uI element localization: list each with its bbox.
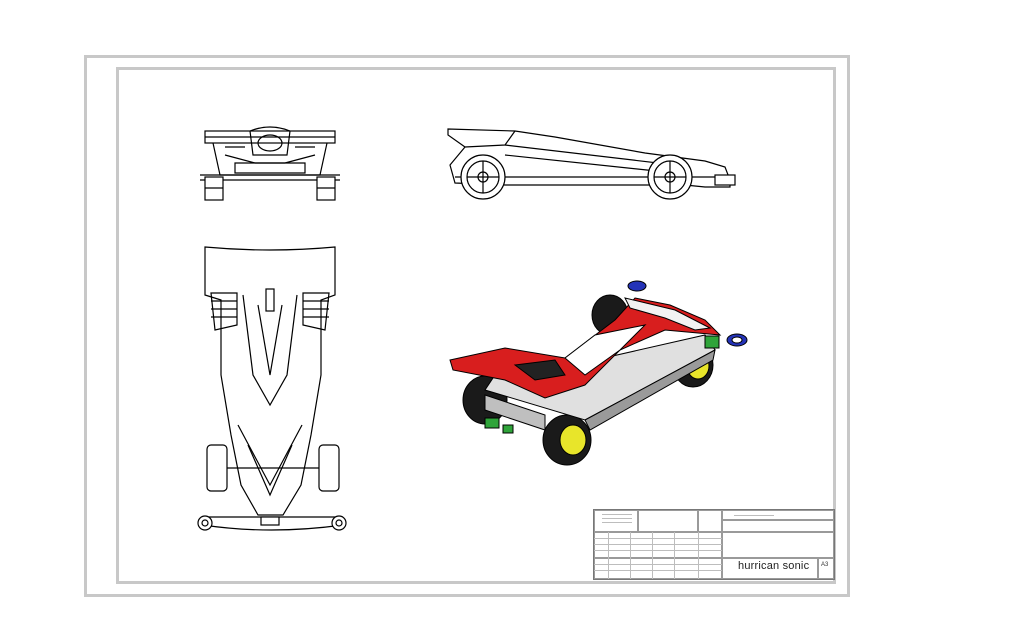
front-view[interactable] <box>195 125 350 205</box>
title-block-cell <box>594 510 638 532</box>
title-block-cell <box>722 510 834 520</box>
title-block-cell <box>722 532 834 558</box>
top-view[interactable] <box>193 245 353 535</box>
title-block-cell <box>594 558 722 579</box>
title-block-cell <box>722 558 818 579</box>
title-block <box>593 509 835 580</box>
title-block-cell <box>698 510 722 532</box>
title-block-cell <box>638 510 698 532</box>
title-block-cell <box>722 520 834 532</box>
sheet-size-label: A3 <box>821 562 829 568</box>
title-block-cell <box>594 532 722 558</box>
side-view[interactable] <box>445 125 740 205</box>
drawing-frame-border <box>116 67 836 584</box>
title-block-cell <box>818 558 834 579</box>
drawing-title: hurrican sonic <box>738 560 810 572</box>
isometric-view[interactable] <box>445 280 755 470</box>
